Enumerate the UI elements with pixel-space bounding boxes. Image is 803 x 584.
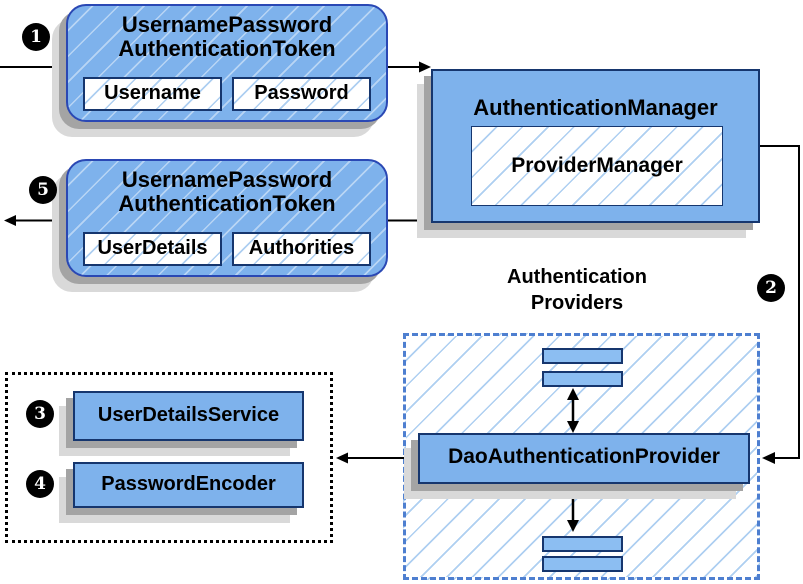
providers-heading-line2: Providers (530, 292, 624, 314)
password-field-box: Password (232, 77, 371, 111)
username-field-box: Username (83, 77, 222, 111)
authorities-field-box: Authorities (232, 232, 371, 266)
double-arrow-down-top (567, 421, 579, 433)
step-badge-5: 5 (29, 176, 57, 204)
arrowhead-into-manager (419, 61, 431, 73)
authentication-providers-heading: Authentication Providers (462, 264, 692, 316)
response-token-box: UsernamePassword AuthenticationToken Use… (66, 159, 388, 277)
dao-authentication-provider-box: DaoAuthenticationProvider (418, 433, 750, 484)
userdetails-field-box: UserDetails (83, 232, 222, 266)
arrowhead-response-left (4, 215, 16, 226)
step-badge-1: 1 (22, 23, 50, 51)
request-token-box: UsernamePassword AuthenticationToken Use… (66, 4, 388, 122)
arrowhead-into-provider (762, 452, 775, 464)
step-badge-2: 2 (757, 274, 785, 302)
double-arrow-down-bottom (567, 520, 579, 532)
request-token-title-line2: AuthenticationToken (118, 36, 336, 61)
provider-manager-box: ProviderManager (471, 126, 723, 206)
step-badge-3: 3 (26, 400, 54, 428)
request-token-title-line1: UsernamePassword (121, 12, 333, 37)
provider-placeholder-bar (542, 348, 623, 364)
authentication-manager-title: AuthenticationManager (473, 95, 718, 120)
provider-placeholder-bar (542, 536, 623, 552)
double-arrow-up-top (567, 388, 579, 400)
password-encoder-box: PasswordEncoder (73, 462, 304, 508)
response-token-title-line1: UsernamePassword (121, 167, 333, 192)
manager-to-provider-line (758, 145, 800, 459)
arrowhead-into-dependencies (336, 452, 348, 464)
providers-heading-line1: Authentication (507, 266, 647, 288)
response-token-title-line2: AuthenticationToken (118, 191, 336, 216)
dependencies-group-box (5, 372, 333, 543)
step-badge-4: 4 (26, 470, 54, 498)
request-token-title: UsernamePassword AuthenticationToken (68, 6, 386, 61)
authentication-manager-box: AuthenticationManager ProviderManager (431, 69, 760, 223)
provider-placeholder-bar (542, 371, 623, 387)
user-details-service-box: UserDetailsService (73, 391, 304, 441)
double-arrow-up-bottom (567, 484, 579, 496)
provider-placeholder-bar (542, 556, 623, 572)
response-token-title: UsernamePassword AuthenticationToken (68, 161, 386, 216)
